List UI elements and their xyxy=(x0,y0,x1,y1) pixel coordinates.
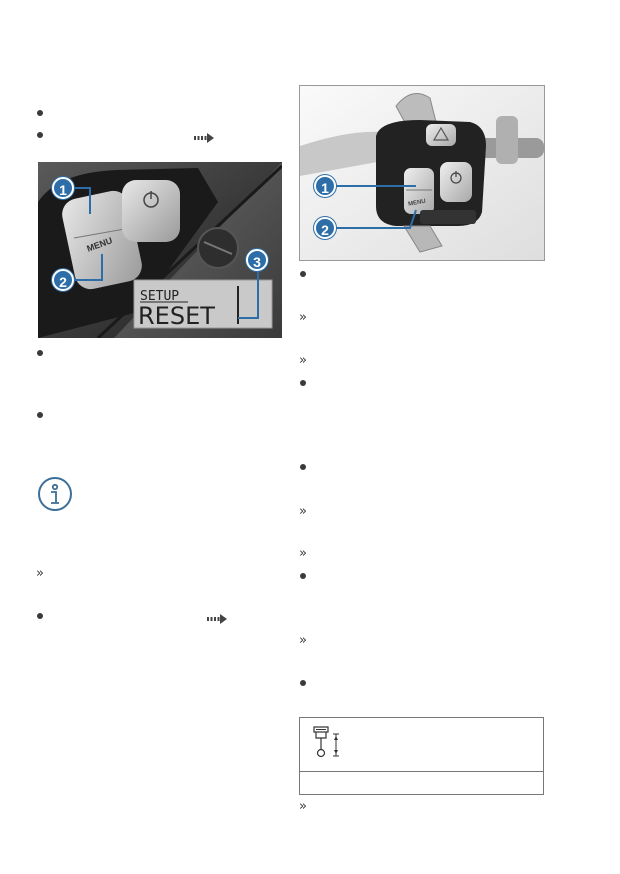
info-icon xyxy=(38,477,72,511)
table-divider xyxy=(300,771,543,772)
figure-right-switch: MENU 1 2 xyxy=(299,85,545,261)
bullet-icon xyxy=(37,350,43,356)
bullet-icon xyxy=(37,110,43,116)
menu-button-label: MENU xyxy=(408,199,426,208)
result-chevron-icon: » xyxy=(299,799,307,814)
display-line-2: RESET xyxy=(138,302,215,330)
oil-level-table xyxy=(299,717,544,795)
handlebar-switch-photo: MENU SETUP RESET xyxy=(38,162,282,338)
callout-1: 1 xyxy=(314,175,336,197)
callout-2: 2 xyxy=(314,217,336,239)
bullet-icon xyxy=(300,380,306,386)
reference-arrow-icon xyxy=(194,133,214,143)
engine-oil-level-icon xyxy=(313,726,339,758)
bullet-icon xyxy=(37,132,43,138)
bullet-icon xyxy=(300,271,306,277)
callout-1: 1 xyxy=(52,177,74,199)
result-chevron-icon: » xyxy=(299,353,307,368)
reference-arrow-icon xyxy=(207,614,227,624)
bullet-icon xyxy=(37,412,43,418)
result-chevron-icon: » xyxy=(299,310,307,325)
callout-3: 3 xyxy=(246,249,268,271)
bullet-icon xyxy=(300,680,306,686)
result-chevron-icon: » xyxy=(299,504,307,519)
figure-menu-reset: MENU SETUP RESET 1 2 3 xyxy=(38,162,282,338)
bullet-icon xyxy=(37,613,43,619)
result-chevron-icon: » xyxy=(36,566,44,581)
display-line-1: SETUP xyxy=(140,289,179,304)
callout-2: 2 xyxy=(52,269,74,291)
bullet-icon xyxy=(300,573,306,579)
result-chevron-icon: » xyxy=(299,633,307,648)
handlebar-switch-photo: MENU xyxy=(300,86,544,260)
result-chevron-icon: » xyxy=(299,546,307,561)
bullet-icon xyxy=(300,464,306,470)
